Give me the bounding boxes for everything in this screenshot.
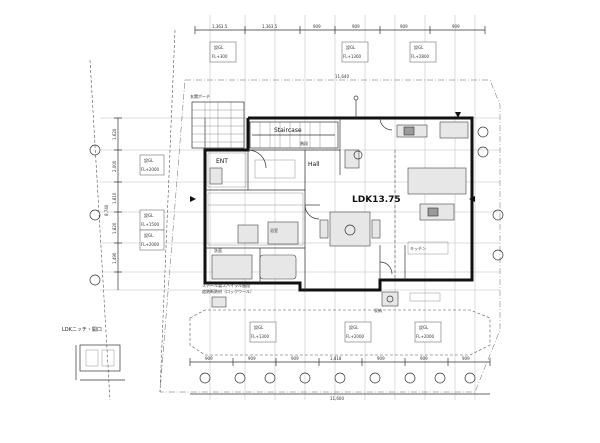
parking-outline (189, 309, 491, 356)
bottom-dimension-line: 909 909 909 1,818 909 909 909 11,600 (189, 356, 491, 401)
side-dim-1: 1,620 (112, 128, 117, 140)
top-dim-2: 1,363.5 (262, 24, 278, 29)
top-tag-1-value: FL+300 (212, 54, 228, 59)
left-tag-3-label: 設GL (144, 232, 154, 238)
door-swings (247, 117, 393, 275)
kitchen-note: キッチン (410, 246, 426, 251)
bottom-dim-5: 909 (377, 356, 385, 361)
left-tag-2-label: 設GL (144, 212, 154, 218)
bottom-dim-3: 909 (291, 356, 299, 361)
entrance-porch: 玄関ポーチ (190, 93, 245, 149)
bottom-dim-6: 909 (420, 356, 428, 361)
north-overall-dim: 11,640 (335, 74, 349, 79)
bottom-dim-7: 909 (462, 356, 470, 361)
top-tag-3-label: 設GL (414, 44, 424, 50)
hall-label: Hall (308, 161, 320, 168)
top-tag-3-value: FL+2800 (411, 54, 430, 59)
left-tag-1-value: FL+2000 (141, 167, 160, 172)
top-dim-1: 1,363.5 (212, 24, 228, 29)
porch-note: 玄関ポーチ (190, 93, 210, 99)
stair-note: 階段 (300, 140, 308, 146)
south-overall-dim: 11,600 (330, 396, 344, 401)
bottom-tag-3-value: FL+2000 (416, 334, 435, 339)
left-dimension-line: 1,620 2,000 1,810 1,820 1,490 8,740 (104, 117, 122, 290)
top-dim-3: 909 (313, 24, 321, 29)
ent-label: ENT (216, 158, 228, 165)
side-dim-2: 2,000 (112, 160, 117, 172)
entrance-area: ENT (207, 152, 247, 188)
top-level-tags: 設GL FL+300 設GL FL+1300 設GL FL+2800 (209, 41, 437, 63)
top-tag-2-value: FL+1300 (343, 54, 362, 59)
hall-area: Hall (254, 95, 363, 179)
sanitary-note: 洗面 (214, 247, 222, 253)
bottom-tag-1-value: FL+1300 (251, 334, 270, 339)
grid-bubbles (89, 144, 504, 384)
staircase-label: Staircase (274, 127, 302, 134)
lower-note: スチール製スパイラル階段 (202, 282, 250, 288)
left-tag-3-value: FL+2000 (141, 242, 160, 247)
bath-note: 浴室 (270, 227, 278, 233)
ldk-niche-inset: LDKニッチ・開口 (62, 327, 125, 381)
exterior-items: 収納 スチール製スパイラル階段 遮熱断熱材（ロックウール） (202, 282, 441, 313)
top-dimension-line: 1,363.5 1,363.5 909 909 909 909 11,640 (194, 24, 486, 79)
lower-note-2: 遮熱断熱材（ロックウール） (202, 288, 254, 294)
bottom-dim-2: 909 (248, 356, 256, 361)
side-dim-3: 1,810 (112, 192, 117, 204)
bottom-tag-2-label: 設GL (349, 324, 359, 330)
top-tag-2-label: 設GL (346, 44, 356, 50)
ldk-label: LDK13.75 (352, 195, 401, 205)
top-dim-5: 909 (400, 24, 408, 29)
top-dim-6: 909 (452, 24, 460, 29)
side-dim-5: 1,490 (112, 252, 117, 264)
left-level-tags: 設GL FL+2000 設GL FL+1500 設GL FL+2000 (139, 154, 165, 251)
ldk-area: LDK13.75 キッチン (319, 121, 489, 280)
staircase: Staircase 階段 (249, 121, 339, 149)
bottom-tag-3-label: 設GL (419, 324, 429, 330)
wash-bath-rooms: 浴室 洗面 (207, 192, 304, 280)
west-overall-dim: 8,740 (104, 204, 109, 216)
bottom-dim-4: 1,818 (330, 356, 342, 361)
inset-title: LDKニッチ・開口 (62, 327, 102, 333)
top-dim-4: 909 (352, 24, 360, 29)
section-markers (190, 112, 475, 202)
site-boundary (89, 29, 501, 401)
bottom-tag-1-label: 設GL (254, 324, 264, 330)
bottom-level-tags: 設GL FL+1300 設GL FL+2000 設GL FL+2000 (249, 321, 442, 343)
left-tag-1-label: 設GL (144, 157, 154, 163)
top-tag-1-label: 設GL (214, 44, 224, 50)
left-tag-2-value: FL+1500 (141, 222, 160, 227)
bottom-tag-2-value: FL+2000 (346, 334, 365, 339)
bottom-dim-1: 909 (205, 356, 213, 361)
side-dim-4: 1,820 (112, 222, 117, 234)
